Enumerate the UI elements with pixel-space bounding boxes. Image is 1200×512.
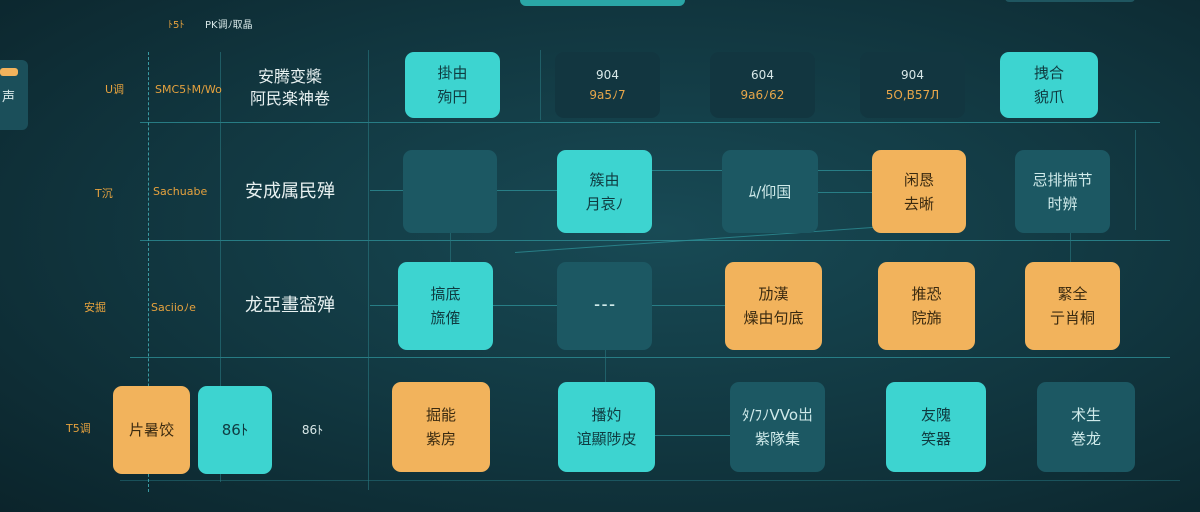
row-code: T5调 [66,422,91,435]
connector [1070,233,1071,263]
node-label: 拽合 [1033,64,1064,82]
row-id: Sachuabe [153,185,208,198]
row-title-line: 安腾变槳 [257,67,322,86]
flow-node[interactable]: 播妁谊顯陟皮 [558,382,655,472]
node-label: 片暑饺 [128,421,174,439]
flow-node[interactable]: 簇由月哀ﾉ [557,150,652,233]
node-label: 9a6ﾉ62 [740,88,785,102]
header-badge: ﾄ5ﾄ [168,20,185,31]
flow-node[interactable]: 劢漢燥由句底 [725,262,822,350]
row-code: U调 [105,83,125,96]
flow-node[interactable]: 掘能紫房 [392,382,490,472]
node-label: 緊全 [1057,285,1088,303]
node-label: 去晰 [903,194,934,213]
header-label: PK调ﾉ取晶 [205,20,253,31]
grid-line [540,50,541,120]
node-label: 推恐 [911,285,942,303]
node-label: 86ﾄ [221,421,249,439]
side-tab-badge [0,68,18,76]
grid-line [368,50,369,490]
connector [450,233,451,263]
node-label: 904 [596,68,619,82]
row-title-line: 龙亞畫寍殚 [245,295,335,316]
flow-node[interactable]: 闲恳去晰 [872,150,966,233]
node-label: 604 [751,68,774,82]
node-label: 闲恳 [903,170,934,189]
flow-node[interactable]: 86ﾄ [290,386,335,474]
node-label: ⁃⁃⁃ [593,297,616,315]
flow-node[interactable]: 片暑饺 [113,386,190,474]
node-label: 友隗 [920,406,951,424]
grid-line [130,357,1170,358]
node-label: 播妁 [591,406,622,424]
flow-node[interactable]: ⁃⁃⁃ [557,262,652,350]
flow-node[interactable]: ﾀ/ﾌﾉVVo岀紫隊集 [730,382,825,472]
flow-node[interactable]: 术生巻龙 [1037,382,1135,472]
row-code: T沉 [95,187,113,200]
grid-line [140,240,1170,241]
node-label: 旒傕 [430,309,461,327]
node-label: 巻龙 [1070,430,1101,448]
node-label: 掘能 [425,406,456,424]
node-label: 时辨 [1047,194,1078,213]
connector [605,350,606,385]
connector [370,305,730,306]
node-label: 86ﾄ [301,423,324,437]
row-title: 安成属民殚 [225,181,355,203]
flow-node[interactable]: 904 9a5ﾉ7 [555,52,660,118]
flow-node[interactable]: 86ﾄ [198,386,272,474]
flow-node[interactable]: 友隗笑器 [886,382,986,472]
flow-node[interactable]: 904 5O,B57Л [860,52,965,118]
node-label: 劢漢 [758,285,789,303]
node-label: 术生 [1070,406,1101,424]
row-code: 安掘 [84,301,106,314]
side-tab[interactable]: 声 [0,60,28,130]
row-title: 安腾变槳阿民楽神卷 [225,66,355,110]
node-label: 搞底 [430,285,461,303]
node-label: 5O,B57Л [885,88,940,102]
node-label: 院旆 [911,309,942,327]
node-label: 9a5ﾉ7 [589,88,626,102]
flow-node[interactable]: 掛由殉円 [405,52,500,118]
side-tab-label: 声 [2,90,16,105]
node-label: 殉円 [437,88,468,106]
row-title: 龙亞畫寍殚 [225,295,355,317]
flow-node[interactable]: 推恐院旆 [878,262,975,350]
top-bar-right [1005,0,1135,2]
flow-node[interactable]: 緊全亍肖桐 [1025,262,1120,350]
grid-line [120,480,1180,481]
top-bar [520,0,685,6]
node-label: 904 [901,68,924,82]
row-title-line: 阿民楽神卷 [249,89,330,108]
grid-line [220,52,221,482]
node-label: 忌排揣节 [1032,170,1093,189]
flow-node[interactable] [403,150,497,233]
flow-node[interactable]: 拽合貌爪 [1000,52,1098,118]
node-label: ﾑ/仰国 [748,182,792,201]
flow-node[interactable]: ﾑ/仰国 [722,150,818,233]
row-id: SMC5ﾄM/Wo [155,83,222,96]
node-label: 簇由 [589,170,620,189]
node-label: 月哀ﾉ [585,194,624,213]
grid-line [1135,130,1136,230]
node-label: 谊顯陟皮 [576,430,637,448]
node-label: 亍肖桐 [1049,309,1095,327]
node-label: 紫隊集 [754,430,800,448]
node-label: 紫房 [425,430,456,448]
node-label: 貌爪 [1033,88,1064,106]
node-label: 燥由句底 [743,309,804,327]
connector [655,435,730,436]
node-label: 掛由 [437,64,468,82]
flow-node[interactable]: 搞底旒傕 [398,262,493,350]
flow-node[interactable]: 604 9a6ﾉ62 [710,52,815,118]
flow-node[interactable]: 忌排揣节时辨 [1015,150,1110,233]
row-title-line: 安成属民殚 [245,181,335,202]
row-id: Saciioﾉe [151,301,196,314]
node-label: 笑器 [920,430,951,448]
grid-dash [148,52,149,492]
node-label: ﾀ/ﾌﾉVVo岀 [741,406,814,424]
grid-line [140,122,1160,123]
